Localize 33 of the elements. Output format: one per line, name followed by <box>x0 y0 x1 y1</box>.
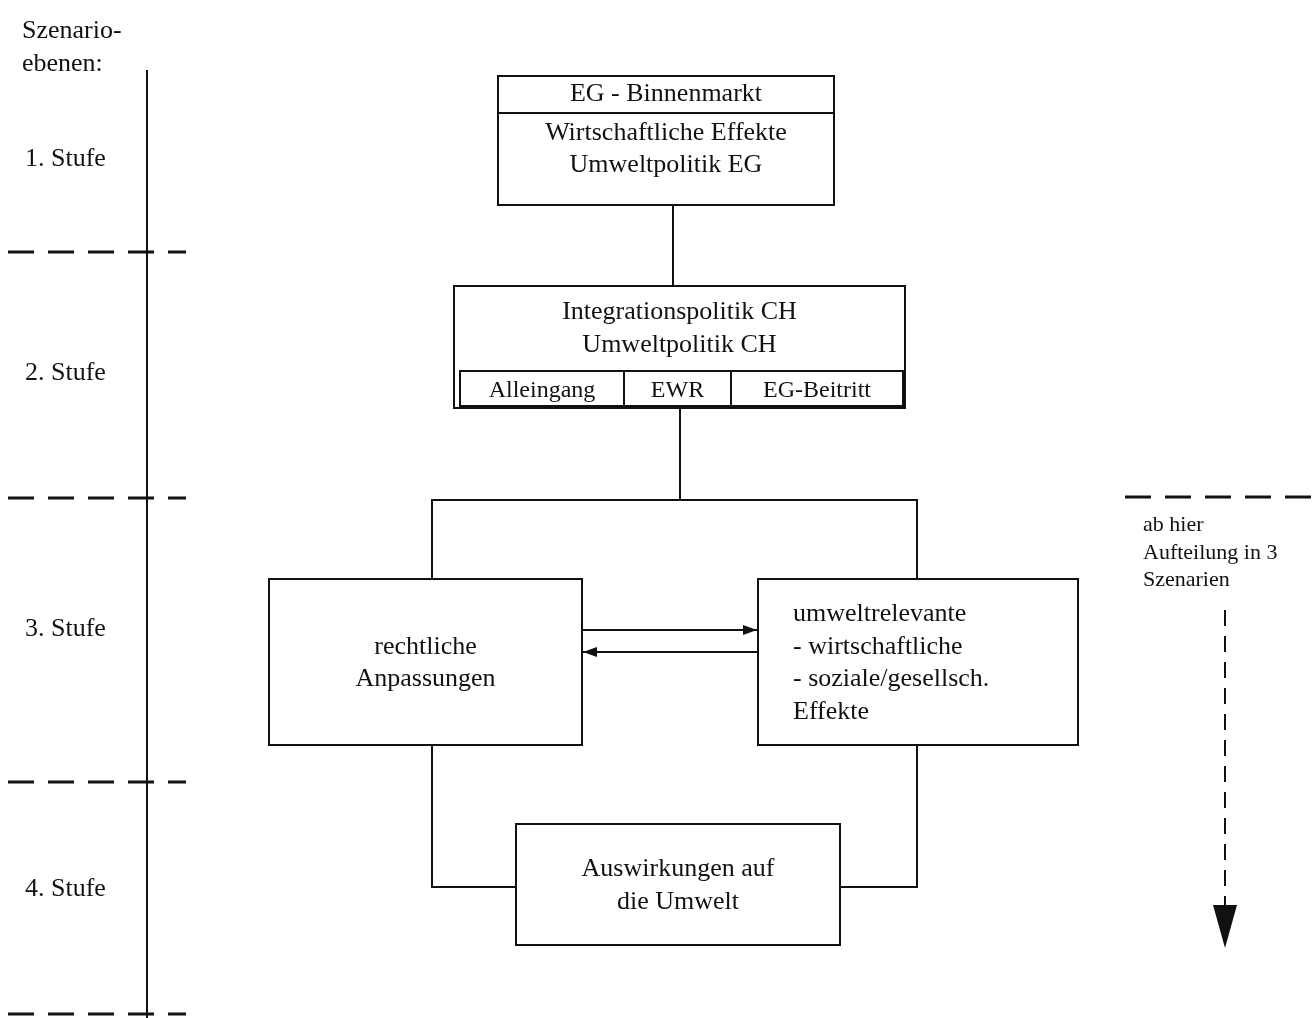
box-text: Umweltpolitik EG <box>568 148 764 180</box>
box-text: EG-Beitritt <box>762 374 872 404</box>
level-label: 1. Stufe <box>25 142 107 174</box>
box-text: Auswirkungen auf die Umwelt <box>580 852 776 917</box>
process-box <box>459 370 625 407</box>
box-text: rechtliche Anpassungen <box>354 629 497 694</box>
box-text: - soziale/gesellsch. <box>793 662 991 694</box>
box-text: EWR <box>649 374 706 404</box>
header-box <box>497 75 835 206</box>
process-box <box>623 370 732 407</box>
axis-title: Szenario- ebenen: <box>22 14 123 79</box>
box-text: EG - Binnenmarkt <box>499 77 833 114</box>
level-label: 2. Stufe <box>25 356 107 388</box>
level-label: 4. Stufe <box>25 872 107 904</box>
box-text: Wirtschaftliche Effekte <box>544 115 788 148</box>
process-box <box>268 578 583 746</box>
note-text: ab hier Aufteilung in 3 Szenarien <box>1143 510 1279 593</box>
box-text: Alleingang <box>487 374 597 404</box>
process-box <box>730 370 904 407</box>
connector-line <box>672 205 674 286</box>
box-text: Effekte <box>793 694 871 727</box>
box-text: umweltrelevante <box>793 597 968 629</box>
process-box <box>453 285 906 409</box>
level-label: 3. Stufe <box>25 612 107 644</box>
box-text: Integrationspolitik CH <box>561 295 798 327</box>
box-text: - wirtschaftliche <box>793 629 964 662</box>
arrow <box>582 647 758 657</box>
box-text: Umweltpolitik CH <box>581 327 778 360</box>
arrow <box>582 625 758 635</box>
process-box <box>757 578 1079 746</box>
connector-line <box>431 745 516 888</box>
connector-line <box>840 745 918 888</box>
process-box <box>515 823 841 946</box>
